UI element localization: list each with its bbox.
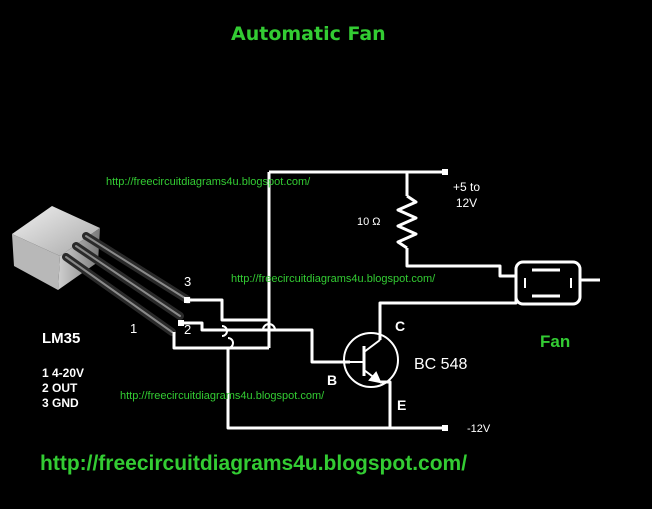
base-label: B: [327, 372, 338, 388]
positive-terminal: [442, 169, 448, 175]
fan-symbol: [514, 260, 582, 306]
resistor-to-fan-wire: [405, 248, 516, 278]
negative-supply-label: -12V: [467, 423, 491, 435]
watermark-url-2[interactable]: http://freecircuitdiagrams4u.blogspot.co…: [231, 273, 436, 285]
watermark-url-3[interactable]: http://freecircuitdiagrams4u.blogspot.co…: [120, 390, 325, 402]
pin-1-number: 1: [130, 321, 138, 336]
sensor-pin-3: 3 GND: [42, 396, 79, 410]
watermark-url-large[interactable]: http://freecircuitdiagrams4u.blogspot.co…: [40, 452, 468, 475]
emitter-wire: [380, 380, 392, 428]
pin1-wire: [172, 332, 445, 430]
transistor-body: [343, 332, 399, 388]
sensor-name: LM35: [42, 330, 81, 347]
pin3-wire: [188, 298, 269, 322]
sensor-pin-1: 1 4-20V: [42, 366, 85, 380]
transistor-part-label: BC 548: [414, 356, 468, 373]
pin2-node: [178, 320, 184, 326]
transistor-symbol: [343, 332, 399, 388]
transistor-collector-lead: [363, 339, 381, 353]
fan-label: Fan: [540, 332, 571, 351]
lm35-leads: [62, 232, 192, 336]
fan-body: [514, 260, 582, 306]
pin-3-number: 3: [184, 274, 192, 289]
sensor-pin-2: 2 OUT: [42, 381, 78, 395]
resistor-label: 10 Ω: [357, 216, 381, 228]
positive-supply-label: +5 to 12V: [453, 179, 480, 211]
positive-supply-line-1: +5 to: [453, 180, 481, 194]
page-title: Automatic Fan: [231, 23, 386, 45]
connection-nodes: [178, 169, 448, 431]
wire-crossings: [221, 323, 276, 349]
emitter-label: E: [397, 397, 407, 413]
positive-supply-line-2: 12V: [455, 196, 478, 210]
pin-2-number: 2: [184, 322, 192, 337]
sensor-pin-list: 1 4-20V 2 OUT 3 GND: [42, 366, 84, 411]
pin3-node: [184, 297, 190, 303]
watermark-url-1[interactable]: http://freecircuitdiagrams4u.blogspot.co…: [106, 176, 311, 188]
resistor-zigzag: [396, 194, 418, 250]
lm35-package: [12, 206, 100, 290]
emitter-arrow-icon: [368, 371, 382, 384]
negative-terminal: [442, 425, 448, 431]
collector-label: C: [395, 318, 406, 334]
pin2-wire: [182, 321, 350, 364]
